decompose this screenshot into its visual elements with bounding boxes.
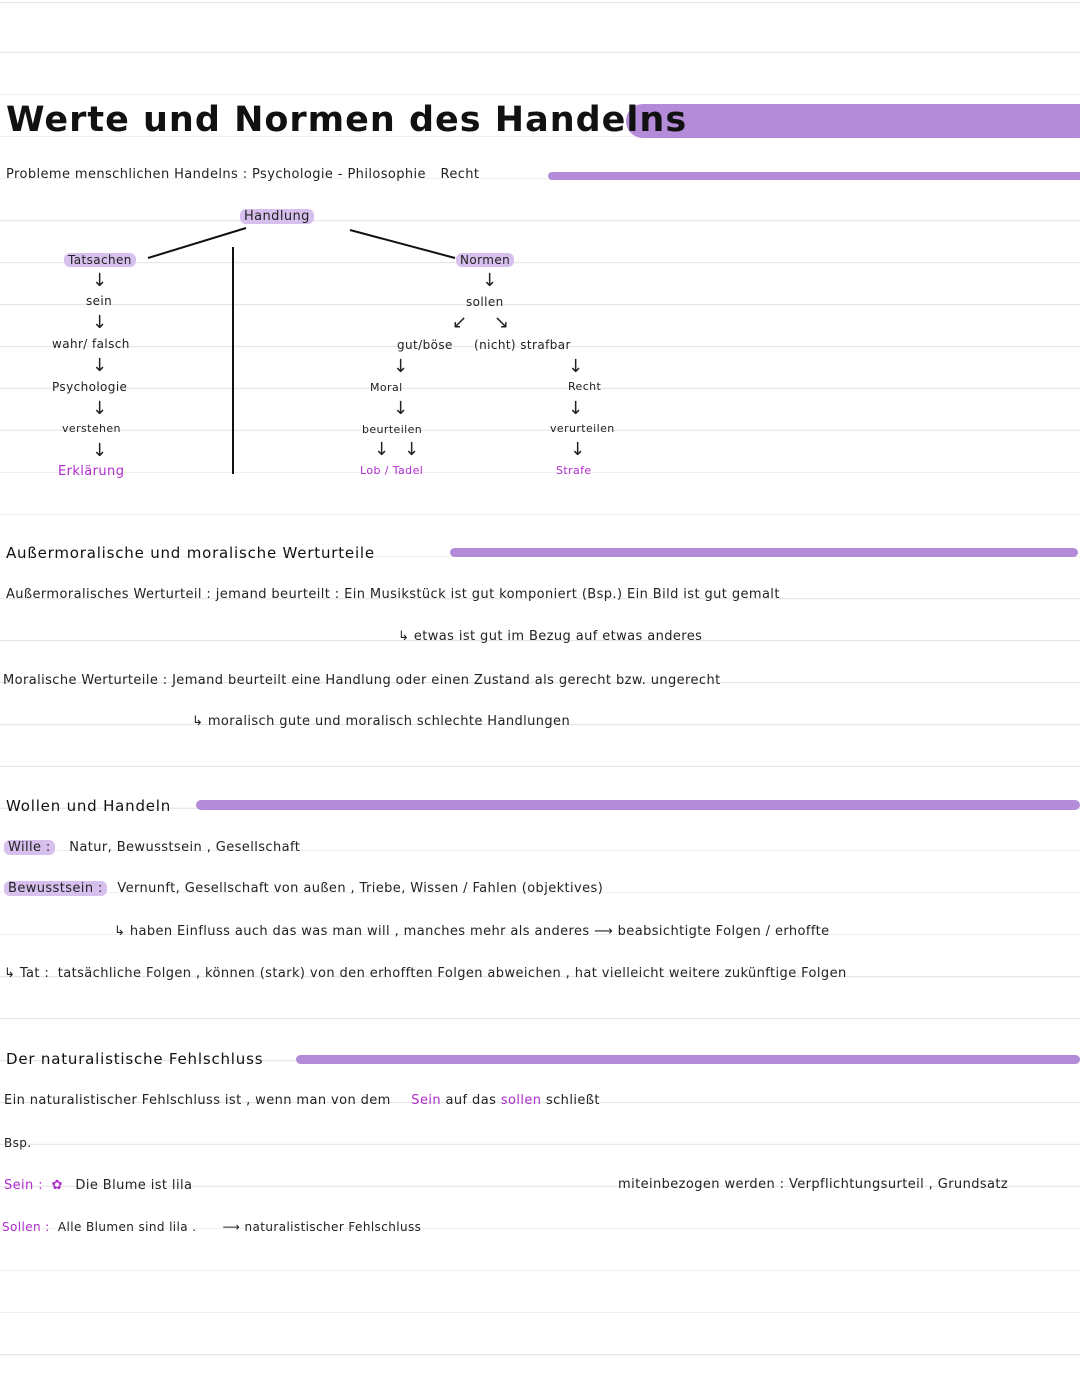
arrow-down-icon: ↓ bbox=[568, 398, 584, 419]
arrow-down-icon: ↓ bbox=[393, 398, 409, 419]
wille-label: Wille : bbox=[4, 840, 55, 855]
moral-label: Moral bbox=[370, 381, 403, 394]
section2-bar bbox=[450, 548, 1078, 557]
arrow-down-icon: ↓ bbox=[482, 270, 498, 291]
definition-mid: auf das bbox=[445, 1093, 497, 1108]
wille-text: Natur, Bewusstsein , Gesellschaft bbox=[69, 840, 301, 855]
flower-icon: ✿ bbox=[51, 1178, 63, 1193]
section2-line1: Außermoralisches Werturteil : jemand beu… bbox=[6, 587, 780, 602]
section4-heading: Der naturalistische Fehlschluss bbox=[6, 1050, 264, 1068]
arrow-down-right-icon: ↘ bbox=[494, 312, 510, 333]
bewusstsein-line: Bewusstsein : Vernunft, Gesellschaft von… bbox=[4, 881, 603, 896]
definition-sein: Sein bbox=[411, 1093, 441, 1108]
problems-line: Probleme menschlichen Handelns : Psychol… bbox=[6, 167, 479, 182]
arrow-down-icon: ↓ bbox=[92, 355, 108, 376]
right-note: miteinbezogen werden : Verpflichtungsurt… bbox=[618, 1177, 1009, 1192]
wille-line: Wille : Natur, Bewusstsein , Gesellschaf… bbox=[4, 840, 300, 855]
recht-verurteilen: verurteilen bbox=[550, 422, 615, 435]
title-bar bbox=[626, 104, 1080, 138]
sollen-label: Sollen : bbox=[2, 1220, 50, 1234]
diagram-lines bbox=[147, 227, 456, 474]
section3-bar bbox=[196, 800, 1080, 810]
left-step-verstehen: verstehen bbox=[62, 422, 121, 435]
branch-gut-boese: gut/böse bbox=[397, 338, 453, 352]
moral-beurteilen: beurteilen bbox=[362, 423, 423, 436]
arrow-down-icon: ↓ bbox=[374, 439, 390, 460]
bewusstsein-text: Vernunft, Gesellschaft von außen , Trieb… bbox=[117, 881, 604, 896]
arrow-down-icon: ↓ bbox=[92, 398, 108, 419]
bewusstsein-label: Bewusstsein : bbox=[4, 881, 107, 896]
right-step-sollen: sollen bbox=[466, 295, 504, 309]
definition-line: Ein naturalistischer Fehlschluss ist , w… bbox=[4, 1093, 600, 1108]
arrow-down-left-icon: ↙ bbox=[452, 312, 468, 333]
arrow-down-icon: ↓ bbox=[393, 356, 409, 377]
arrow-down-icon: ↓ bbox=[570, 439, 586, 460]
section3-heading: Wollen und Handeln bbox=[6, 797, 172, 815]
sollen-line: Sollen : Alle Blumen sind lila . ⟶ natur… bbox=[2, 1220, 421, 1234]
problems-items: Psychologie - Philosophie bbox=[252, 167, 426, 182]
arrow-down-icon: ↓ bbox=[92, 440, 108, 461]
section2-heading: Außermoralische und moralische Werturtei… bbox=[6, 544, 375, 562]
sollen-text: Alle Blumen sind lila . bbox=[57, 1220, 197, 1234]
conclusion: ⟶ naturalistischer Fehlschluss bbox=[222, 1220, 422, 1234]
arrow-down-icon: ↓ bbox=[92, 270, 108, 291]
section4-bar bbox=[296, 1055, 1080, 1064]
arrow-down-icon: ↓ bbox=[404, 439, 420, 460]
sein-line: Sein : ✿ Die Blume ist lila bbox=[4, 1178, 192, 1193]
definition-sollen: sollen bbox=[500, 1093, 542, 1108]
normen-label: Normen bbox=[456, 253, 515, 267]
diagram-root: Handlung bbox=[240, 209, 314, 224]
moral-result: Lob / Tadel bbox=[360, 464, 424, 477]
problems-prefix: Probleme menschlichen Handelns : bbox=[6, 167, 248, 182]
problems-last: Recht bbox=[440, 167, 480, 182]
left-step-sein: sein bbox=[86, 294, 113, 308]
branch-strafbar: (nicht) strafbar bbox=[474, 338, 571, 352]
left-step-wahr: wahr/ falsch bbox=[52, 337, 130, 351]
sein-text: Die Blume ist lila bbox=[75, 1178, 193, 1193]
section2-line4: ↳ moralisch gute und moralisch schlechte… bbox=[192, 714, 571, 729]
definition-prefix: Ein naturalistischer Fehlschluss ist , w… bbox=[4, 1093, 391, 1108]
tat-line: ↳ Tat : tatsächliche Folgen , können (st… bbox=[4, 966, 847, 981]
sein-label: Sein : bbox=[4, 1178, 44, 1193]
section3-line3: ↳ haben Einfluss auch das was man will ,… bbox=[114, 924, 830, 939]
tat-label: ↳ Tat : bbox=[4, 966, 50, 981]
left-step-psychologie: Psychologie bbox=[52, 380, 128, 394]
recht-result: Strafe bbox=[556, 464, 592, 477]
tatsachen-label: Tatsachen bbox=[64, 253, 136, 267]
definition-end: schließt bbox=[545, 1093, 600, 1108]
arrow-down-icon: ↓ bbox=[568, 356, 584, 377]
recht-label: Recht bbox=[568, 380, 602, 393]
page-title: Werte und Normen des Handelns bbox=[6, 100, 688, 140]
bsp-label: Bsp. bbox=[4, 1136, 32, 1150]
section2-line2: ↳ etwas ist gut im Bezug auf etwas ander… bbox=[398, 629, 703, 644]
arrow-down-icon: ↓ bbox=[92, 312, 108, 333]
problems-bar bbox=[548, 172, 1080, 180]
left-result: Erklärung bbox=[58, 464, 125, 479]
section2-line3: Moralische Werturteile : Jemand beurteil… bbox=[3, 673, 721, 688]
tat-text: tatsächliche Folgen , können (stark) von… bbox=[57, 966, 847, 981]
